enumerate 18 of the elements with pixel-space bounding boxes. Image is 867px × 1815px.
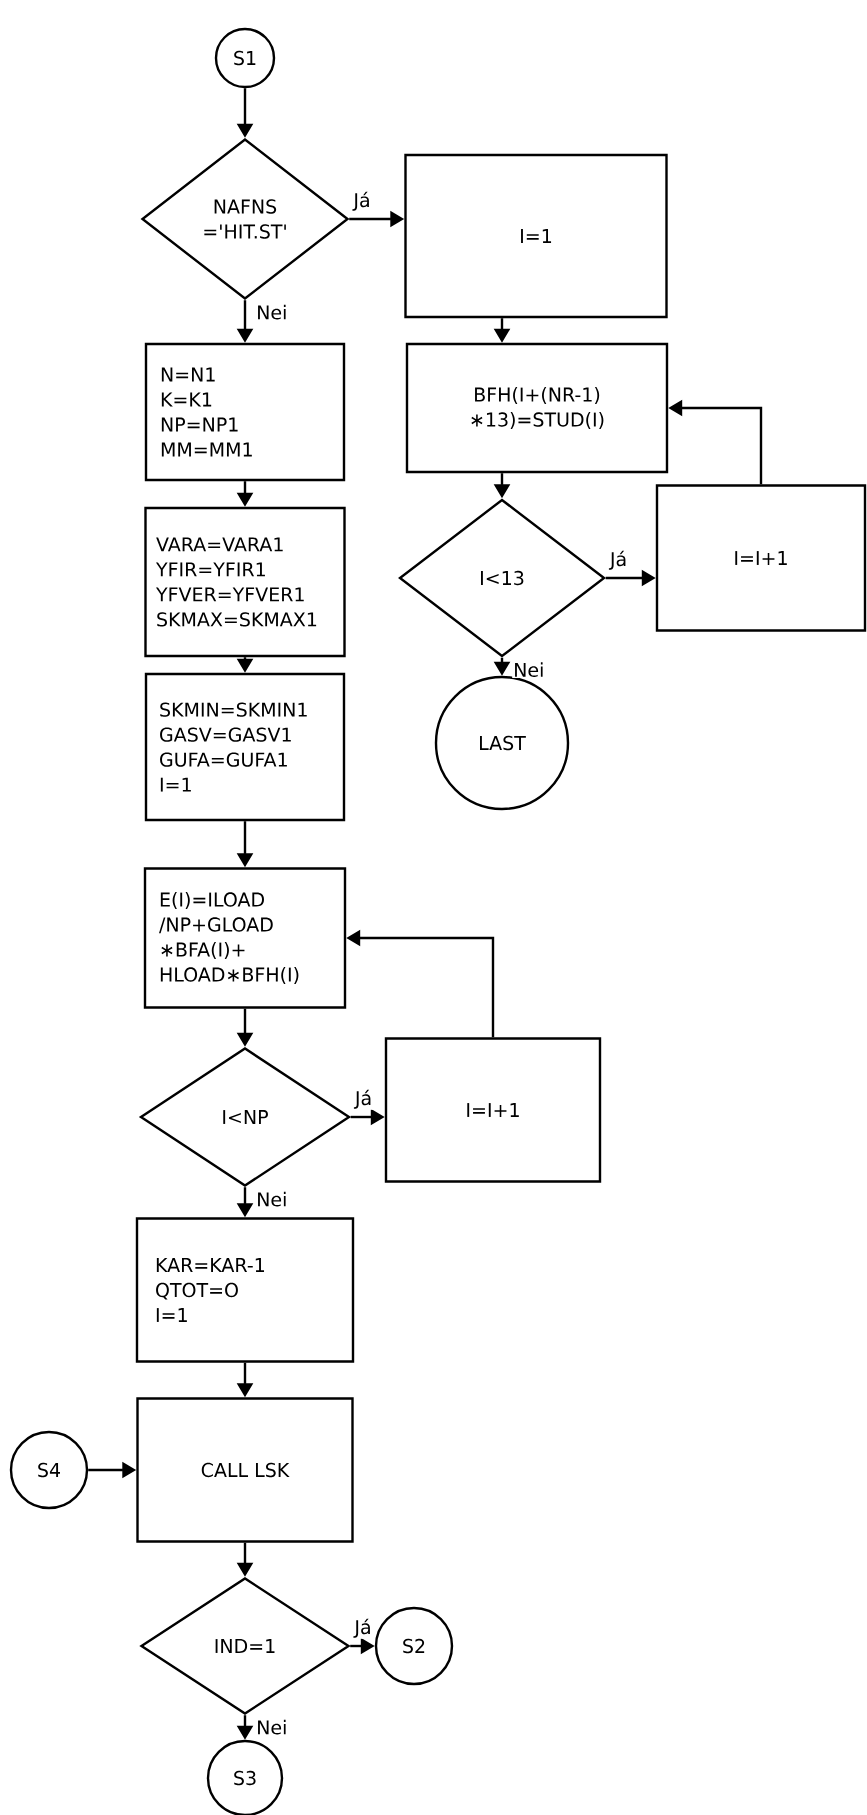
process-box: N=N1 K=K1 NP=NP1 MM=MM1: [144, 342, 346, 482]
edge-label: Já: [608, 549, 629, 571]
edge-label: Nei: [255, 303, 289, 321]
process-box: I=I+1: [384, 1037, 602, 1183]
process-box: KAR=KAR-1 QTOT=O I=1: [135, 1217, 355, 1363]
process-box: CALL LSK: [136, 1397, 354, 1543]
edge-label: Já: [353, 1088, 374, 1110]
edge-label: Nei: [512, 661, 546, 679]
process-box: BFH(I+(NR-1) ∗13)=STUD(I): [405, 342, 669, 474]
edge-label: Nei: [255, 1190, 289, 1208]
edge-label: Já: [352, 190, 372, 212]
process-box: VARA=VARA1 YFIR=YFIR1 YFVER=YFVER1 SKMAX=SKMAX1: [144, 506, 346, 658]
process-box: E(I)=ILOAD /NP+GLOAD ∗BFA(I)+ HLOAD∗BFH(I): [143, 867, 347, 1009]
process-box: I=1: [404, 153, 668, 319]
edge-label: Nei: [255, 1718, 289, 1736]
process-box: SKMIN=SKMIN1 GASV=GASV1 GUFA=GUFA1 I=1: [144, 672, 346, 822]
edge-label: Já: [353, 1617, 373, 1639]
process-box: I=I+1: [655, 484, 867, 632]
